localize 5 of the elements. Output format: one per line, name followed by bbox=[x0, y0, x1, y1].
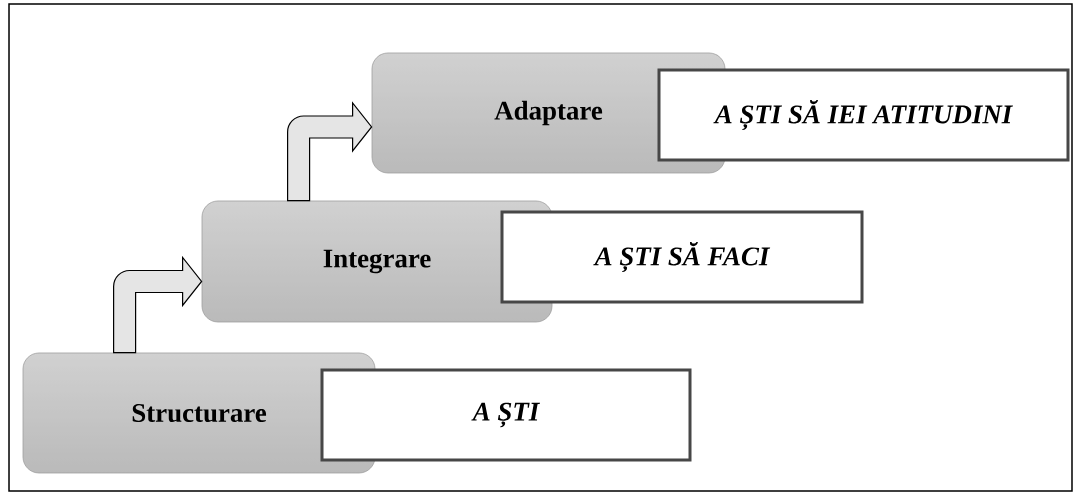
skill-box: A ȘTI SĂ FACI bbox=[500, 210, 864, 304]
skill-box: A ȘTI SĂ IEI ATITUDINI bbox=[657, 68, 1070, 162]
bent-arrow bbox=[113, 256, 203, 354]
bent-arrow bbox=[287, 102, 373, 202]
skill-box: A ȘTI bbox=[320, 368, 692, 462]
